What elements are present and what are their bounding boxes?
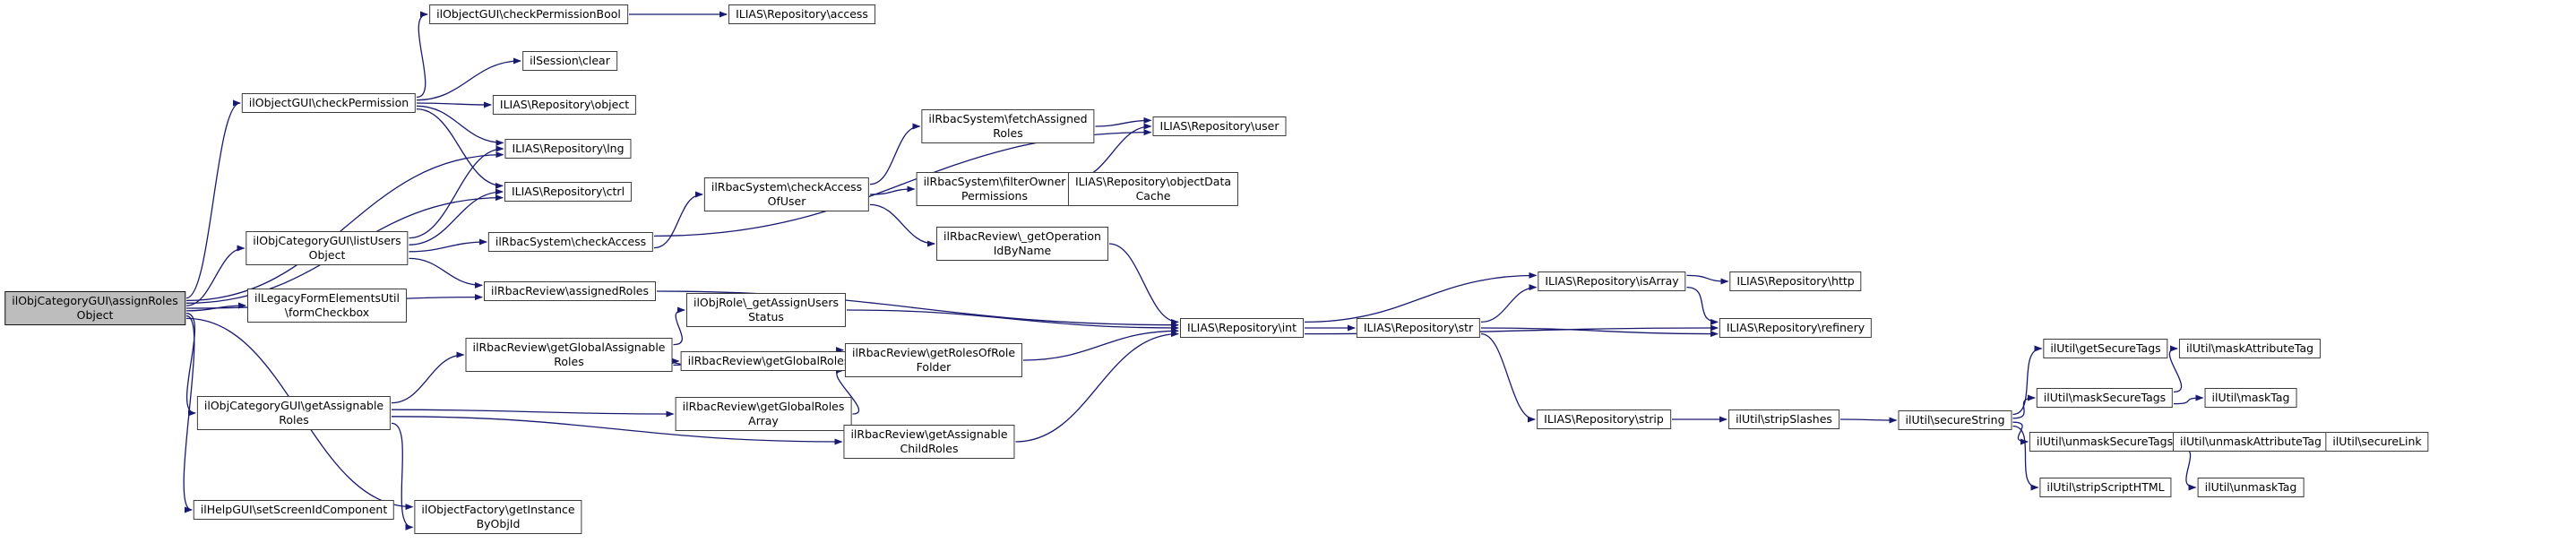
edge-check_permission-repo_object [416,101,492,108]
edge-get_operation_id_by_name-repo_int [1108,243,1179,325]
node-assigned_roles[interactable]: ilRbacReview\assignedRoles [484,281,656,301]
node-mask_secure_tags[interactable]: ilUtil\maskSecureTags [2036,388,2174,408]
node-repo_str[interactable]: ILIAS\Repository\str [1356,318,1481,338]
node-check_permission[interactable]: ilObjectGUI\checkPermission [241,93,417,113]
node-get_global_roles_array[interactable]: ilRbacReview\getGlobalRoles Array [675,397,852,431]
node-get_assign_users_status[interactable]: ilObjRole\_getAssignUsers Status [685,293,847,327]
node-get_operation_id_by_name[interactable]: ilRbacReview\_getOperation IdByName [936,227,1108,261]
node-object_data_cache[interactable]: ILIAS\Repository\objectData Cache [1067,172,1239,206]
node-repo_user[interactable]: ILIAS\Repository\user [1152,116,1287,136]
node-form_checkbox[interactable]: ilLegacyFormElementsUtil \formCheckbox [247,289,407,323]
node-check_access_of_user[interactable]: ilRbacSystem\checkAccess OfUser [703,177,870,211]
edge-get_assign_users_status-repo_int [846,309,1179,332]
node-filter_owner_permissions[interactable]: ilRbacSystem\filterOwner Permissions [916,172,1073,206]
node-get_instance_by_obj_id[interactable]: ilObjectFactory\getInstance ByObjId [414,500,582,534]
node-assign_roles[interactable]: ilObjCategoryGUI\assignRoles Object [4,291,185,325]
edge-get_global_assignable-get_assign_users_status [673,306,685,346]
edge-get_assignable_roles-get_global_roles_array [391,409,675,418]
edge-unmask_secure_tags-unmask_tag [2180,446,2197,491]
node-unmask_secure_tags[interactable]: ilUtil\unmaskSecureTags [2029,432,2181,452]
node-unmask_tag[interactable]: ilUtil\unmaskTag [2197,478,2305,497]
edge-check_access_of_user-fetch_assigned_roles [869,123,921,185]
edge-repo_int-repo_is_array [1304,272,1538,323]
node-repo_lng[interactable]: ILIAS\Repository\lng [504,139,632,159]
edge-list_users-repo_ctrl [409,188,504,246]
edge-get_assignable_roles-get_instance_by_obj_id [391,422,414,530]
node-fetch_assigned_roles[interactable]: ilRbacSystem\fetchAssigned Roles [921,109,1095,143]
edge-assign_roles-check_permission [185,99,241,299]
edge-repo_str-repo_refinery [1480,327,1719,338]
node-secure_string[interactable]: ilUtil\secureString [1898,410,2012,430]
node-roles_of_role_folder[interactable]: ilRbacReview\getRolesOfRole Folder [844,343,1023,377]
edge-check_access_of_user-filter_owner_permissions [869,185,916,195]
node-repo_int[interactable]: ILIAS\Repository\int [1179,318,1305,338]
edge-get_assignable_roles-assignable_child_roles [391,416,843,445]
edge-repo_str-repo_is_array [1480,284,1538,323]
edge-assign_roles-set_screen_id [183,315,195,513]
node-repo_object[interactable]: ILIAS\Repository\object [492,95,637,115]
node-strip_slashes[interactable]: ilUtil\stripSlashes [1728,409,1839,429]
node-repo_ctrl[interactable]: ILIAS\Repository\ctrl [504,182,633,202]
edge-check_permission-repo_lng [416,105,504,146]
node-strip_script_html[interactable]: ilUtil\stripScriptHTML [2039,478,2172,497]
edge-assign_roles-repo_lng [185,151,504,302]
edge-check_permission-check_permission_bool [416,11,428,99]
edge-repo_str-repo_strip [1480,332,1536,423]
node-secure_link[interactable]: ilUtil\secureLink [2325,432,2429,452]
edge-secure_string-mask_secure_tags [2012,394,2036,419]
edge-get_global_roles_array-roles_of_role_folder [835,366,860,415]
edge-list_users-assigned_roles [409,257,483,289]
edge-repo_is_array-repo_http [1686,274,1729,285]
edge-assign_roles-list_users [185,245,246,306]
node-repo_is_array[interactable]: ILIAS\Repository\isArray [1538,272,1686,291]
edge-assignable_child_roles-repo_int [1015,331,1179,443]
edge-check_permission-session_clear [416,57,521,101]
node-check_access[interactable]: ilRbacSystem\checkAccess [487,232,654,252]
node-check_permission_bool[interactable]: ilObjectGUI\checkPermissionBool [429,4,628,24]
node-repo_access[interactable]: ILIAS\Repository\access [728,4,875,24]
node-assignable_child_roles[interactable]: ilRbacReview\getAssignable ChildRoles [843,425,1015,459]
edge-list_users-repo_lng [409,145,504,239]
node-mask_attribute_tag[interactable]: ilUtil\maskAttributeTag [2178,339,2322,358]
node-set_screen_id[interactable]: ilHelpGUI\setScreenIdComponent [193,500,395,520]
edge-repo_is_array-repo_refinery [1686,286,1719,325]
node-repo_refinery[interactable]: ILIAS\Repository\refinery [1719,318,1873,338]
node-repo_strip[interactable]: ILIAS\Repository\strip [1537,409,1671,429]
node-session_clear[interactable]: ilSession\clear [522,51,617,71]
node-mask_tag[interactable]: ilUtil\maskTag [2204,388,2297,408]
edge-get_assignable_roles-get_global_assignable [391,351,465,404]
node-get_global_assignable[interactable]: ilRbacReview\getGlobalAssignable Roles [465,338,673,372]
edge-check_permission-repo_ctrl [416,108,504,189]
edge-secure_string-unmask_secure_tags [2012,421,2029,445]
edge-list_users-check_access [409,238,487,253]
edge-check_access-check_access_of_user [653,191,703,249]
edge-strip_slashes-secure_string [1839,417,1898,424]
node-list_users[interactable]: ilObjCategoryGUI\listUsers Object [246,231,409,265]
edge-get_global_assignable-get_global_roles [670,358,682,366]
edge-mask_secure_tags-mask_tag [2173,394,2204,405]
node-get_global_roles[interactable]: ilRbacReview\getGlobalRoles [680,351,857,371]
node-unmask_attribute_tag[interactable]: ilUtil\unmaskAttributeTag [2173,432,2329,452]
node-repo_http[interactable]: ILIAS\Repository\http [1729,272,1862,291]
node-get_assignable_roles[interactable]: ilObjCategoryGUI\getAssignable Roles [196,396,392,430]
edge-check_access_of_user-get_operation_id_by_name [869,203,935,247]
edge-mask_secure_tags-mask_attribute_tag [2168,345,2183,393]
edge-fetch_assigned_roles-repo_user [1095,116,1152,127]
edge-roles_of_role_folder-repo_int [1022,327,1179,361]
edge-secure_string-get_secure_tags [2012,345,2043,416]
edge-secure_string-strip_script_html [2012,425,2039,491]
node-get_secure_tags[interactable]: ilUtil\getSecureTags [2043,339,2168,358]
